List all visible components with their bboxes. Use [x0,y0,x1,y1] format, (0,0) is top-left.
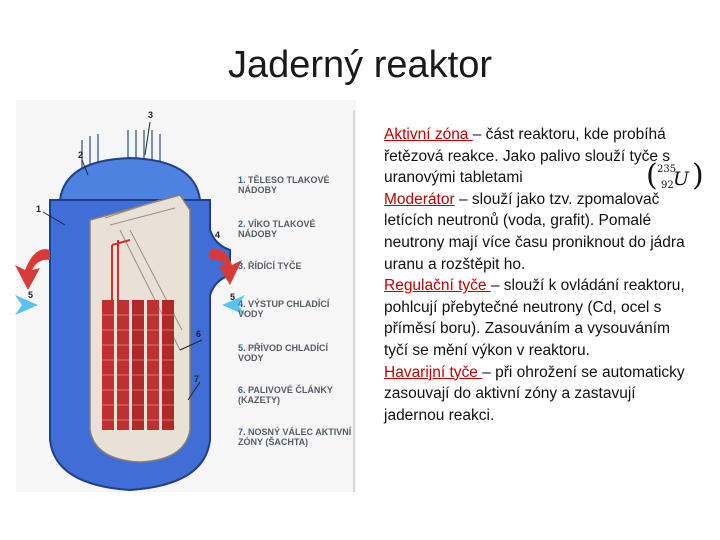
formula-element: U [673,168,690,190]
callout-leaders [42,121,203,401]
legend-item-2: 2. VÍKO TLAKOVÉ NÁDOBY [238,219,316,239]
paragraph-active-zone: Aktivní zóna – část reaktoru, kde probíh… [384,126,671,187]
callout-7: 7 [194,374,199,384]
callout-5-left: 5 [28,290,33,300]
reactor-diagram: 1 2 3 4 5 5 6 7 [15,100,356,492]
callout-4: 4 [215,230,220,240]
legend-item-7: 7. NOSNÝ VÁLEC AKTIVNÍ ZÓNY (ŠACHTA) [238,427,352,447]
callout-1: 1 [36,204,41,214]
uranium-formula: ( 235 92 U ) [646,158,706,196]
paragraph-emergency-rods: Havarijní tyče – při ohrožení se automat… [384,363,685,424]
term-emergency-rods: Havarijní tyče [384,363,483,381]
callout-3: 3 [148,110,153,120]
cold-water-inlet-right-arrow [222,295,245,315]
formula-close-paren: ) [692,158,704,193]
hot-water-outlet-left-arrow [15,249,50,290]
paragraph-moderator: Moderátor – slouží jako tzv. zpomalovač … [384,190,685,273]
formula-open-paren: ( [646,158,658,193]
text-content: Aktivní zóna – část reaktoru, kde probíh… [384,124,696,426]
legend-item-5: 5. PŘÍVOD CHLADÍCÍ VODY [238,343,329,363]
hot-water-outlet-right-arrow [210,249,242,285]
fuel-assemblies [102,300,174,430]
callout-5-right: 5 [230,292,235,302]
callout-6: 6 [196,329,201,339]
legend-item-1: 1. TĚLESO TLAKOVÉ NÁDOBY [238,175,330,195]
term-moderator: Moderátor [384,190,455,208]
cold-water-inlet-left-arrow [15,295,38,315]
formula-mass-number: 235 [657,164,677,175]
legend-item-6: 6. PALIVOVÉ ČLÁNKY (KAZETY) [238,385,333,405]
legend-item-4: 4. VÝSTUP CHLADÍCÍ VODY [238,299,330,319]
term-control-rods: Regulační tyče [384,277,491,295]
legend-item-3: 3. ŘÍDÍCÍ TYČE [238,261,302,271]
slide-title: Jaderný reaktor [227,44,492,86]
callout-2: 2 [78,150,83,160]
term-active-zone: Aktivní zóna [384,126,473,143]
formula-atomic-number: 92 [661,180,674,191]
paragraph-control-rods: Regulační tyče – slouží k ovládání reakt… [384,277,685,359]
vessel-lid [58,156,202,201]
